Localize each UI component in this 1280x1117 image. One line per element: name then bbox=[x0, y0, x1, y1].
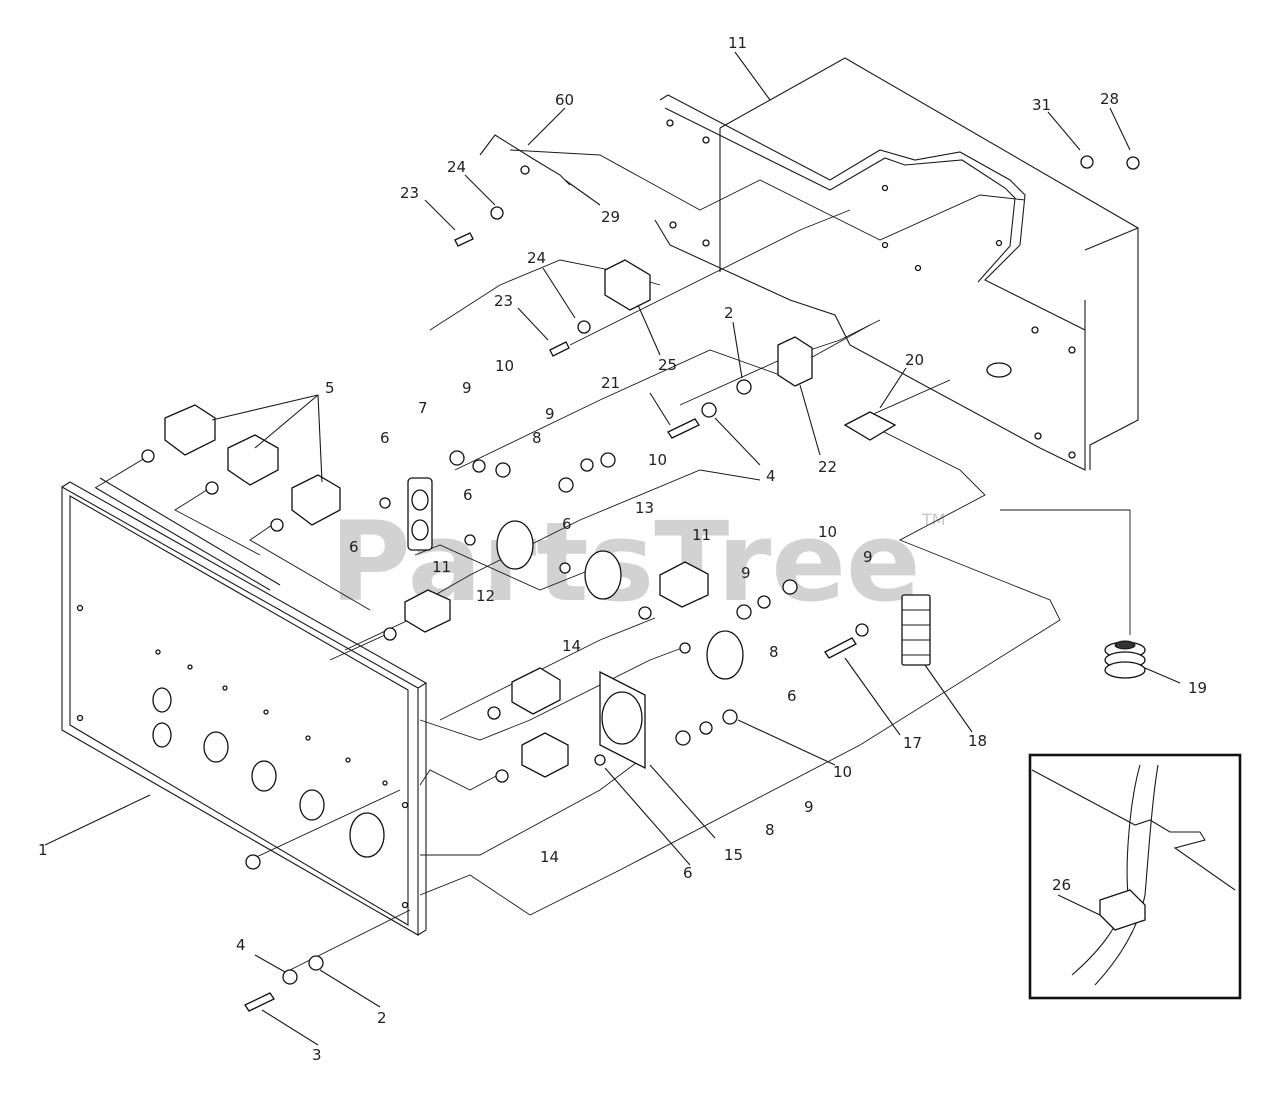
callout-9-b: 9 bbox=[545, 405, 555, 423]
callout-9-e: 9 bbox=[804, 798, 814, 816]
callout-24: 24 bbox=[447, 158, 466, 176]
callout-8-c: 8 bbox=[769, 643, 779, 661]
front-control-panel bbox=[61, 477, 428, 936]
callout-27: 11 bbox=[728, 34, 747, 52]
callout-6-d: 6 bbox=[787, 687, 797, 705]
callout-18: 18 bbox=[968, 732, 987, 750]
callout-4-b: 4 bbox=[236, 936, 246, 954]
callout-10-d: 10 bbox=[833, 763, 852, 781]
callout-10-c: 10 bbox=[818, 523, 837, 541]
callout-11-b: 11 bbox=[432, 558, 451, 576]
callout-8: 7 bbox=[418, 399, 428, 417]
callout-9-d: 9 bbox=[741, 564, 751, 582]
callout-23: 23 bbox=[400, 184, 419, 202]
callout-2: 2 bbox=[724, 304, 734, 322]
callout-31: 31 bbox=[1032, 96, 1051, 114]
callout-9: 9 bbox=[462, 379, 472, 397]
callout-labels: 11 60 24 23 29 31 28 24 23 25 2 20 21 4 … bbox=[38, 34, 1207, 1064]
callout-6-b: 6 bbox=[463, 486, 473, 504]
callout-60: 60 bbox=[555, 91, 574, 109]
callout-26: 26 bbox=[1052, 876, 1071, 894]
callout-14-b: 14 bbox=[540, 848, 559, 866]
leader-lines bbox=[44, 51, 1181, 1046]
callout-15: 15 bbox=[724, 846, 743, 864]
callout-8-d: 8 bbox=[765, 821, 775, 839]
callout-14: 14 bbox=[562, 637, 581, 655]
callout-11: 11 bbox=[692, 526, 711, 544]
callout-19: 19 bbox=[1188, 679, 1207, 697]
rear-housing bbox=[654, 57, 1139, 471]
watermark-trademark: TM bbox=[921, 510, 946, 529]
callout-17: 17 bbox=[903, 734, 922, 752]
callout-3: 3 bbox=[312, 1046, 322, 1064]
callout-4: 4 bbox=[766, 467, 776, 485]
inset-detail-box bbox=[1028, 753, 1242, 1000]
callout-5: 5 bbox=[325, 379, 335, 397]
callout-6: 6 bbox=[380, 429, 390, 447]
callout-9-c: 9 bbox=[863, 548, 873, 566]
callout-21: 21 bbox=[601, 374, 620, 392]
callout-8-b: 8 bbox=[532, 429, 542, 447]
callout-1: 1 bbox=[38, 841, 48, 859]
hardware-parts bbox=[141, 134, 1146, 1012]
callout-28: 28 bbox=[1100, 90, 1119, 108]
callout-29: 29 bbox=[601, 208, 620, 226]
callout-12: 12 bbox=[476, 587, 495, 605]
callout-10-b: 10 bbox=[648, 451, 667, 469]
callout-24-b: 24 bbox=[527, 249, 546, 267]
callout-13: 13 bbox=[635, 499, 654, 517]
callout-6-e: 6 bbox=[683, 864, 693, 882]
callout-2-b: 2 bbox=[377, 1009, 387, 1027]
callout-25: 25 bbox=[658, 356, 677, 374]
callout-6-c: 6 bbox=[562, 515, 572, 533]
callout-20: 20 bbox=[905, 351, 924, 369]
callout-23-b: 23 bbox=[494, 292, 513, 310]
callout-7: 6 bbox=[349, 538, 359, 556]
callout-22: 22 bbox=[818, 458, 837, 476]
callout-10: 10 bbox=[495, 357, 514, 375]
